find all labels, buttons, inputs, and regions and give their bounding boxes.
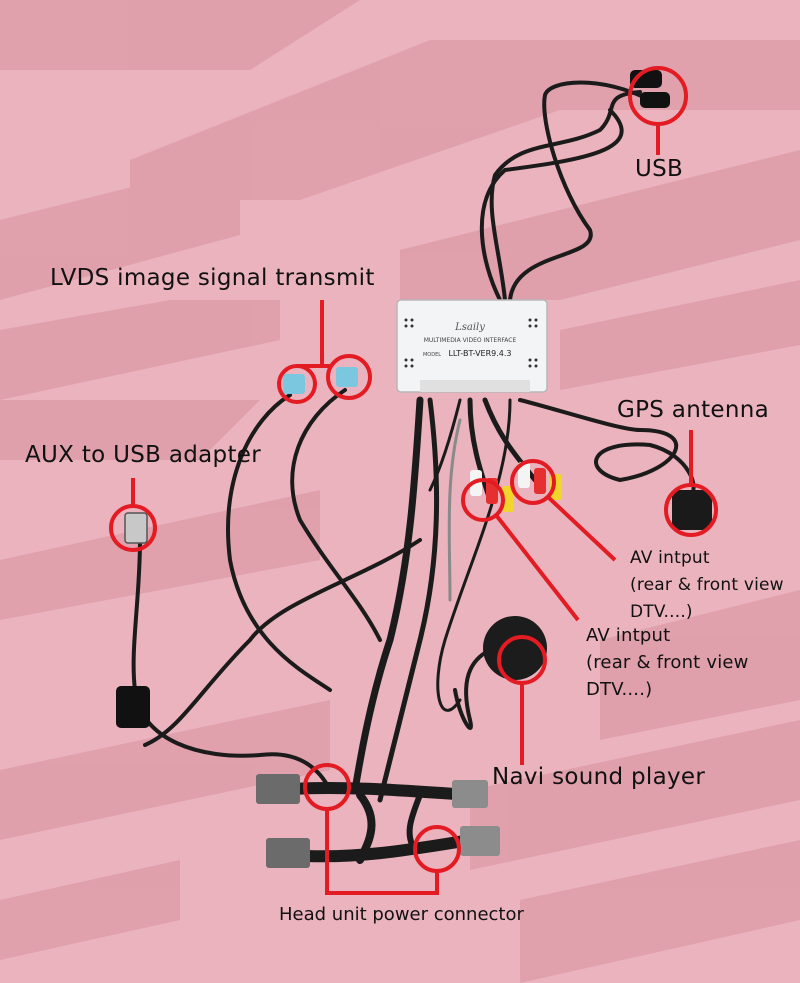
label-av-input-1-line1: AV intput [630,548,710,568]
usb-adapter-plug [124,512,148,544]
label-av-input-2-line1: AV intput [586,625,671,646]
label-av-input-2: AV intput (rear & front view DTV....) [586,622,749,703]
module-subtitle: MULTIMEDIA VIDEO INTERFACE [424,337,517,344]
power-plug-right-bottom [460,826,500,856]
cables [131,80,696,864]
module-brand: Lsaily [454,322,485,333]
label-aux-usb: AUX to USB adapter [25,442,261,468]
label-lvds: LVDS image signal transmit [50,265,375,291]
label-gps: GPS antenna [617,397,769,423]
aux-usb-box [116,686,150,728]
label-av-input-2-line3: DTV....) [586,679,653,700]
label-av-input-1-line2: (rear & front view [630,575,784,595]
av2-highlight [461,478,505,522]
usb-plug-b [640,92,670,108]
label-power: Head unit power connector [279,904,524,925]
navi-speaker [483,616,547,680]
lvds-highlight-right [326,354,372,400]
label-av-input-2-line2: (rear & front view [586,652,749,673]
av1-highlight [510,459,556,505]
module-model: LLT-BT-VER9.4.3 [448,349,511,358]
label-av-input-1-line3: DTV....) [630,602,693,622]
label-av-input-1: AV intput (rear & front view DTV....) [630,545,784,626]
label-usb: USB [635,156,684,182]
interface-module: Lsaily MULTIMEDIA VIDEO INTERFACE MODEL … [396,299,548,393]
power-plug-right-top [452,780,488,808]
power-plug-left-bottom [266,838,310,868]
module-model-prefix: MODEL [423,352,441,358]
gps-antenna [672,490,712,530]
power-plug-left-top [256,774,300,804]
callouts [109,66,718,895]
lvds-plug-b [336,367,358,387]
label-navi: Navi sound player [492,764,706,790]
lvds-plug-a [283,374,305,394]
